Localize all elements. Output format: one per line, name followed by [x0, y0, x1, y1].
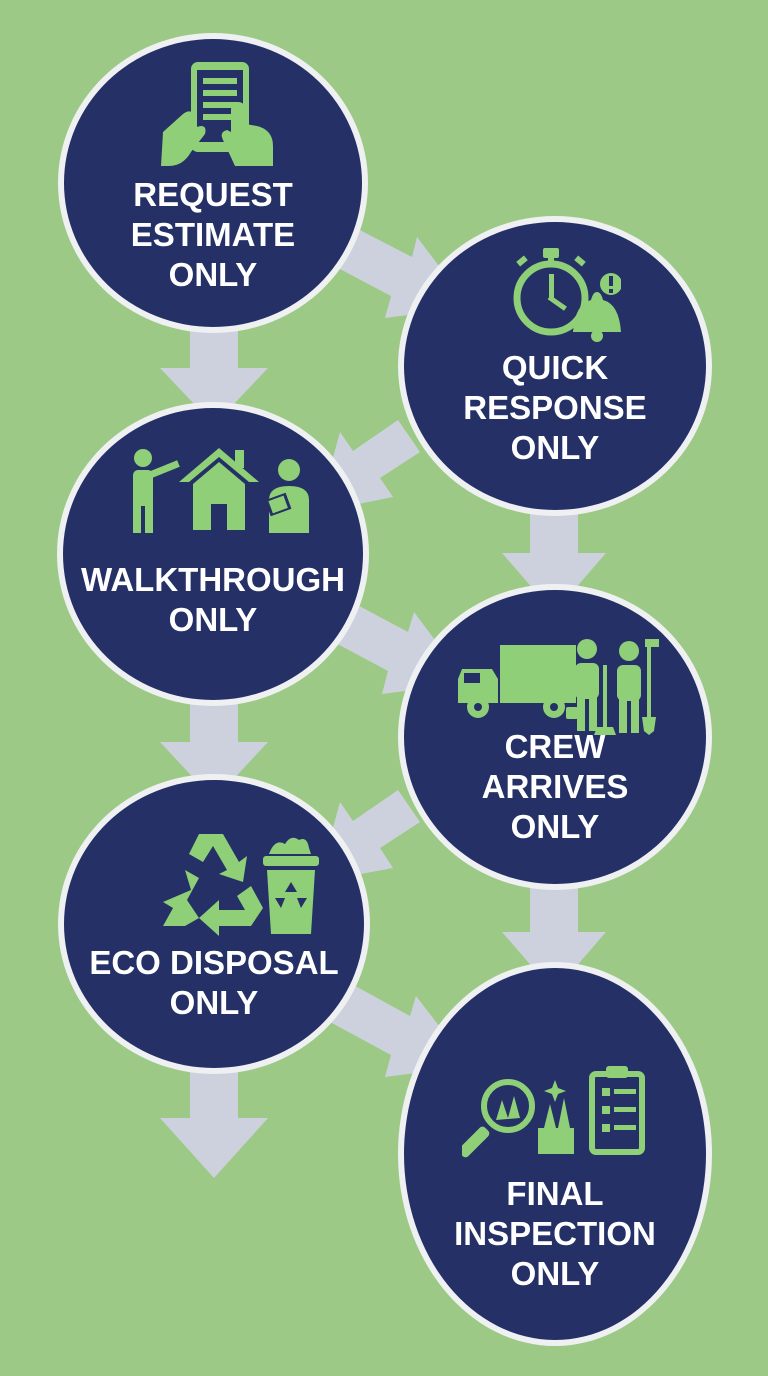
arrow-eco-down	[160, 1052, 268, 1178]
tablet-hands-icon	[161, 62, 273, 166]
label-line: ECO DISPOSAL	[89, 944, 339, 981]
label-line: ONLY	[169, 984, 259, 1021]
inspection-checklist-icon	[462, 1066, 645, 1158]
label-line: WALKTHROUGH	[81, 561, 345, 598]
recycle-bin-icon	[163, 834, 319, 936]
step-label: QUICK RESPONSE ONLY	[404, 348, 706, 468]
label-line: CREW	[504, 728, 606, 765]
step-label: ECO DISPOSAL ONLY	[64, 943, 364, 1023]
step-final-inspection: FINAL INSPECTION ONLY	[398, 962, 712, 1346]
step-label: WALKTHROUGH ONLY	[63, 560, 363, 640]
label-line: ONLY	[510, 808, 600, 845]
truck-crew-icon	[458, 639, 659, 735]
label-line: ESTIMATE	[130, 216, 296, 253]
step-request-estimate: REQUEST ESTIMATE ONLY	[58, 33, 368, 333]
step-crew-arrives: CREW ARRIVES ONLY	[398, 584, 712, 890]
house-walkthrough-icon	[133, 448, 309, 533]
arrow-quick-to-crew	[502, 488, 606, 613]
label-line: ONLY	[168, 256, 258, 293]
step-quick-response: QUICK RESPONSE ONLY	[398, 216, 712, 516]
step-label: FINAL INSPECTION ONLY	[404, 1174, 706, 1294]
step-label: REQUEST ESTIMATE ONLY	[64, 175, 362, 295]
label-line: ONLY	[510, 1255, 600, 1292]
label-line: FINAL	[506, 1175, 604, 1212]
label-line: RESPONSE	[463, 389, 647, 426]
label-line: QUICK	[501, 349, 609, 386]
label-line: ONLY	[168, 601, 258, 638]
label-line: REQUEST	[133, 176, 293, 213]
label-line: ARRIVES	[481, 768, 629, 805]
label-line: ONLY	[510, 429, 600, 466]
step-label: CREW ARRIVES ONLY	[404, 727, 706, 847]
arrow-request-to-walk	[160, 310, 268, 425]
step-eco-disposal: ECO DISPOSAL ONLY	[58, 774, 370, 1074]
arrow-crew-to-final	[502, 870, 606, 992]
label-line: INSPECTION	[454, 1215, 656, 1252]
stopwatch-bell-icon	[513, 248, 621, 342]
step-walkthrough: WALKTHROUGH ONLY	[57, 402, 369, 706]
arrow-walk-to-eco	[160, 682, 268, 800]
